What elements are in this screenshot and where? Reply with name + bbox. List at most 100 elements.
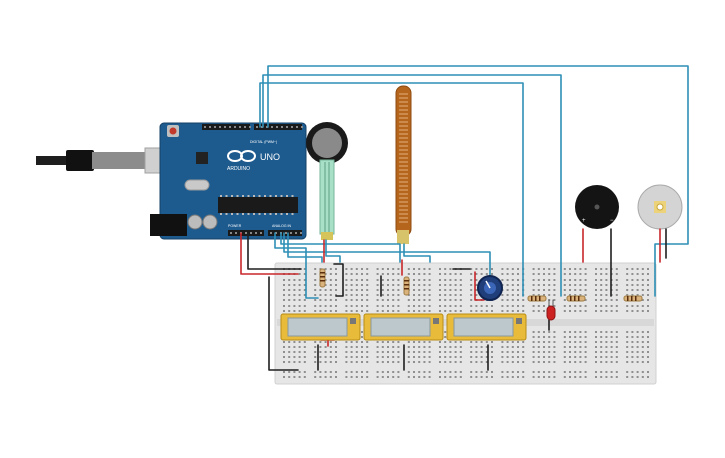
dc-motor[interactable]	[637, 184, 683, 230]
breadboard-hole	[605, 310, 608, 312]
breadboard-hole	[439, 268, 441, 270]
breadboard-hole	[335, 376, 337, 378]
breadboard-hole	[387, 356, 389, 358]
breadboard-hole	[439, 341, 441, 343]
breadboard-hole	[595, 305, 597, 307]
breadboard-hole	[569, 268, 571, 270]
breadboard-hole	[584, 305, 587, 307]
breadboard-hole	[615, 331, 618, 333]
breadboard-hole	[600, 284, 603, 286]
breadboard-hole	[579, 336, 582, 338]
chip-pin	[264, 213, 266, 215]
breadboard-hole	[475, 341, 478, 343]
breadboard-hole	[345, 294, 348, 296]
breadboard-hole	[553, 356, 556, 358]
lcd-display-1[interactable]	[280, 313, 361, 341]
breadboard-hole	[293, 294, 296, 296]
breadboard-hole	[511, 346, 514, 348]
breadboard-hole	[303, 289, 306, 291]
breadboard-hole	[610, 336, 613, 338]
breadboard-hole	[485, 268, 488, 270]
breadboard-hole	[293, 279, 296, 281]
chip-pin	[236, 195, 239, 197]
breadboard-hole	[615, 284, 618, 286]
breadboard-hole	[444, 310, 447, 312]
breadboard-hole	[361, 268, 363, 270]
breadboard-hole	[537, 279, 540, 281]
chip-pin	[247, 213, 250, 215]
breadboard-hole	[329, 294, 332, 296]
resistor-motor[interactable]	[623, 295, 643, 302]
breadboard-hole	[501, 351, 504, 353]
breadboard-hole	[454, 341, 457, 343]
header-pin	[224, 126, 226, 128]
breadboard-hole	[444, 331, 447, 333]
breadboard-hole	[600, 310, 603, 312]
header-pin	[271, 126, 273, 128]
breadboard-hole	[454, 356, 457, 358]
breadboard-hole	[444, 268, 447, 270]
breadboard-hole	[548, 361, 551, 363]
breadboard-hole	[418, 294, 421, 296]
breadboard-hole	[647, 346, 649, 348]
breadboard-hole	[600, 279, 603, 281]
breadboard-hole	[511, 356, 514, 358]
breadboard-hole	[355, 356, 358, 358]
breadboard-hole	[548, 371, 551, 373]
breadboard-hole	[480, 273, 483, 275]
breadboard-hole	[288, 351, 291, 353]
breadboard-hole	[428, 346, 431, 348]
header-pin	[285, 232, 287, 234]
chip-pin	[286, 195, 288, 197]
wire-1	[267, 65, 689, 297]
piezo-buzzer[interactable]: + −	[575, 185, 619, 229]
breadboard-hole	[428, 268, 431, 270]
resistor-led[interactable]	[527, 295, 547, 302]
breadboard-hole	[329, 341, 332, 343]
breadboard-hole	[548, 341, 551, 343]
usb-plug-neck	[92, 152, 147, 169]
breadboard-hole	[329, 346, 332, 348]
breadboard-hole	[418, 341, 421, 343]
breadboard-hole	[605, 346, 608, 348]
breadboard-hole	[615, 310, 618, 312]
breadboard-hole	[636, 305, 639, 307]
resistor-fsr[interactable]	[319, 268, 326, 288]
breadboard-hole	[303, 341, 306, 343]
resistor-flex[interactable]	[403, 276, 410, 296]
red-led[interactable]	[546, 305, 556, 321]
breadboard-hole	[413, 351, 415, 353]
breadboard-hole	[595, 361, 597, 363]
breadboard-hole	[376, 341, 379, 343]
breadboard-hole	[647, 284, 649, 286]
usb-plug-body	[66, 150, 94, 171]
lcd-display-2[interactable]	[363, 313, 444, 341]
breadboard-hole	[314, 279, 317, 281]
breadboard-hole	[579, 341, 582, 343]
breadboard-hole	[314, 341, 317, 343]
breadboard-hole	[397, 346, 400, 348]
breadboard-hole	[454, 371, 457, 373]
breadboard-hole	[335, 341, 337, 343]
arduino-uno[interactable]: ARDUINO UNO DIGITAL (PWM~) POWER ANALOG …	[150, 122, 307, 240]
lcd-display-3[interactable]	[446, 313, 527, 341]
breadboard-hole	[491, 361, 493, 363]
breadboard-hole	[335, 371, 337, 373]
breadboard-hole	[563, 371, 566, 373]
force-sensor[interactable]	[306, 122, 348, 240]
breadboard-hole	[381, 279, 384, 281]
pot-indicator	[485, 280, 491, 289]
potentiometer[interactable]	[477, 275, 503, 301]
breadboard-hole	[511, 305, 514, 307]
breadboard-hole	[314, 305, 317, 307]
breadboard-hole	[470, 273, 473, 275]
breadboard-hole	[475, 371, 478, 373]
breadboard-hole	[563, 331, 566, 333]
flex-sensor[interactable]	[395, 85, 412, 244]
breadboard-hole	[522, 361, 525, 363]
resistor-buzzer[interactable]	[566, 295, 586, 302]
breadboard-hole	[610, 351, 613, 353]
breadboard-hole	[543, 279, 545, 281]
header-pin	[244, 126, 246, 128]
breadboard-hole	[605, 279, 608, 281]
